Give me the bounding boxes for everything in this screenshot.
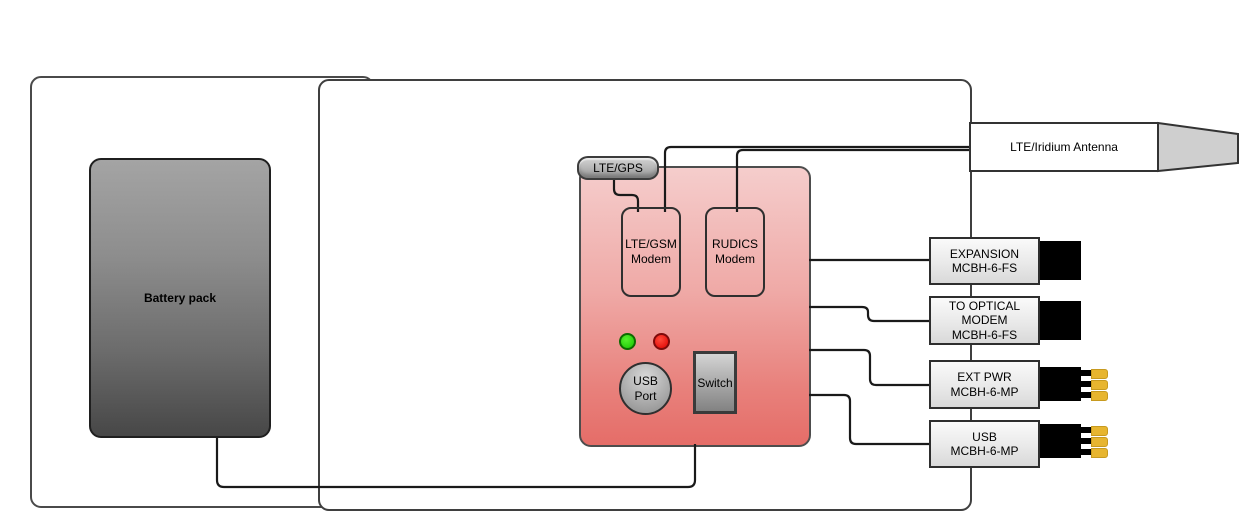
gold-pin xyxy=(1091,448,1108,458)
battery-pack: Battery pack xyxy=(89,158,271,438)
gold-pin xyxy=(1091,437,1108,447)
plug-prong xyxy=(1079,370,1094,376)
plug-body xyxy=(1040,424,1081,458)
usb-port[interactable]: USB Port xyxy=(619,362,672,415)
rudics-modem-label: RUDICS Modem xyxy=(711,237,758,266)
lte-iridium-antenna-label: LTE/Iridium Antenna xyxy=(1010,140,1118,154)
connector-expansion-label: EXPANSION MCBH-6-FS xyxy=(949,246,1020,275)
green-status-led xyxy=(619,333,636,350)
usb-pin-plug xyxy=(1040,424,1108,458)
connector-usb: USB MCBH-6-MP xyxy=(929,420,1040,468)
antenna-tip xyxy=(1157,121,1239,173)
rudics-modem: RUDICS Modem xyxy=(705,207,765,297)
plug-body xyxy=(1040,367,1081,401)
red-status-led xyxy=(653,333,670,350)
connector-optical-modem: TO OPTICAL MODEM MCBH-6-FS xyxy=(929,296,1040,345)
gold-pin xyxy=(1091,380,1108,390)
gold-pin xyxy=(1091,369,1108,379)
usb-port-label: USB Port xyxy=(633,374,658,403)
plug-prong xyxy=(1079,427,1094,433)
gps-puck-label: LTE/GPS xyxy=(593,161,643,175)
gps-puck-antenna: LTE/GPS xyxy=(577,156,659,180)
expansion-socket-plug xyxy=(1040,241,1081,280)
plug-prong xyxy=(1079,438,1094,444)
connector-usb-label: USB MCBH-6-MP xyxy=(950,429,1019,458)
connector-ext-pwr-label: EXT PWR MCBH-6-MP xyxy=(950,370,1019,399)
battery-label: Battery pack xyxy=(143,291,217,305)
gold-pin xyxy=(1091,426,1108,436)
optical-socket-plug xyxy=(1040,301,1081,340)
plug-prong xyxy=(1079,449,1094,455)
lte-gsm-modem: LTE/GSM Modem xyxy=(621,207,681,297)
gold-pin xyxy=(1091,391,1108,401)
plug-prong xyxy=(1079,392,1094,398)
connector-optical-modem-label: TO OPTICAL MODEM MCBH-6-FS xyxy=(948,298,1021,342)
connector-expansion: EXPANSION MCBH-6-FS xyxy=(929,237,1040,285)
ext-pwr-pin-plug xyxy=(1040,367,1108,401)
power-switch[interactable]: Switch xyxy=(693,351,737,414)
switch-label: Switch xyxy=(697,375,733,390)
plug-prong xyxy=(1079,381,1094,387)
connector-ext-pwr: EXT PWR MCBH-6-MP xyxy=(929,360,1040,409)
lte-iridium-antenna: LTE/Iridium Antenna xyxy=(969,122,1159,172)
lte-gsm-modem-label: LTE/GSM Modem xyxy=(625,237,677,266)
